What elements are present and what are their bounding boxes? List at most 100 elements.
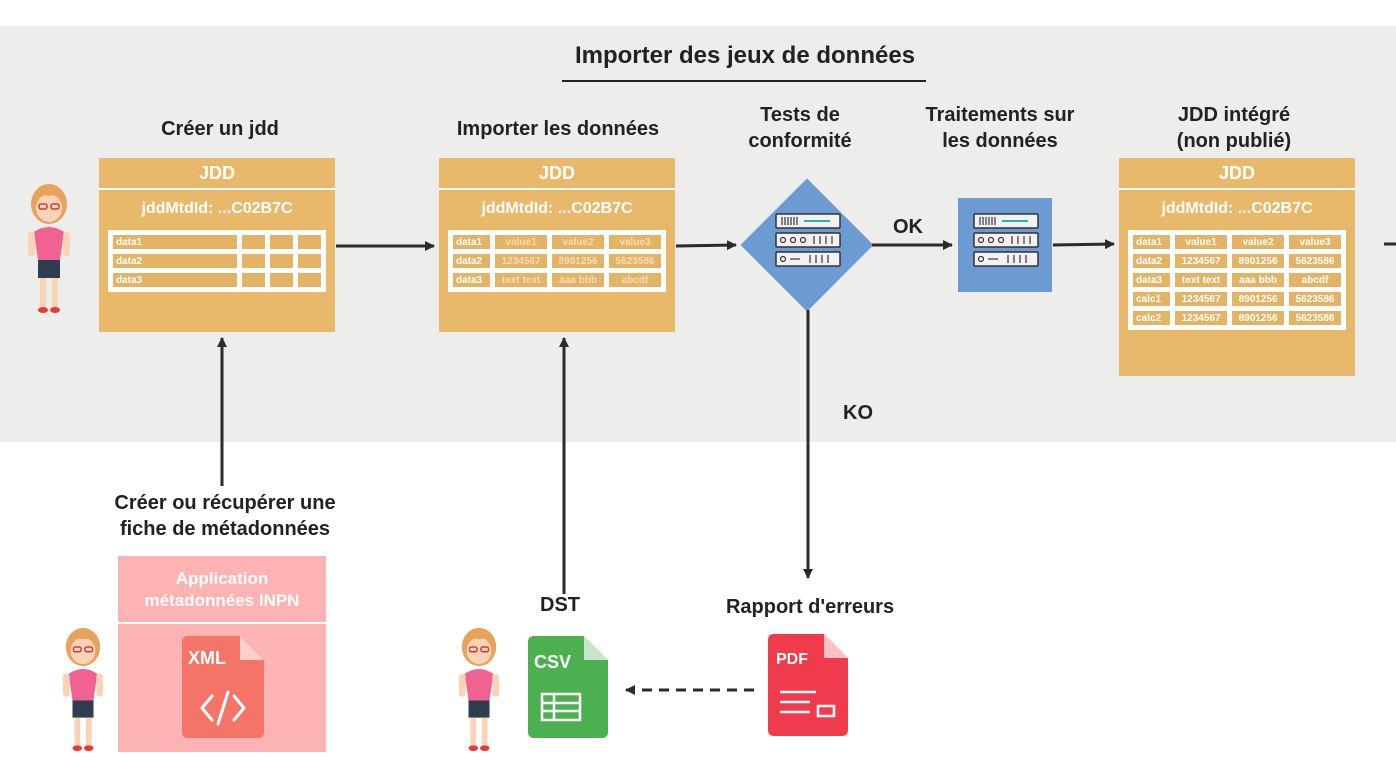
cell: value3 <box>1289 235 1341 249</box>
table-row: data1 value1 value2 value3 <box>453 235 661 249</box>
cell: aaa bbb <box>1232 273 1285 287</box>
step-integrated-line1: JDD intégré <box>1177 104 1291 126</box>
cell: abcdf <box>609 273 661 287</box>
title-underline <box>562 80 926 82</box>
cell: 5623586 <box>609 254 661 268</box>
cell: 1234567 <box>1175 254 1228 268</box>
table-row: data2 <box>113 254 321 268</box>
person-avatar <box>62 627 104 752</box>
row-key: data1 <box>113 235 237 249</box>
empty-cell <box>241 235 265 249</box>
cell: value1 <box>1175 235 1228 249</box>
table-row: data3 <box>113 273 321 287</box>
person-avatar <box>28 184 70 313</box>
jdd-grid-integrated: data1 value1 value2 value3 data2 1234567… <box>1128 230 1346 330</box>
pdf-file-icon: PDF <box>768 634 848 736</box>
cell: value3 <box>609 235 661 249</box>
jdd-card-header: JDD <box>439 158 675 190</box>
table-row: data2 1234567 8901256 5623586 <box>1133 254 1341 268</box>
table-row: data2 1234567 8901256 5623586 <box>453 254 661 268</box>
step-processing-label: Traitements sur les données <box>900 102 1100 154</box>
step-integrated-label: JDD intégré (non publié) <box>1134 102 1334 154</box>
table-row: data3 text text aaa bbb abcdf <box>453 273 661 287</box>
empty-cell <box>297 273 321 287</box>
person-avatar <box>458 627 500 752</box>
jdd-card-header: JDD <box>99 158 335 190</box>
jdd-card-header: JDD <box>1119 158 1355 190</box>
report-label: Rapport d'erreurs <box>725 596 895 618</box>
step-processing-line1: Traitements sur <box>925 104 1075 126</box>
row-key: data1 <box>1133 235 1171 249</box>
step-import-label: Importer les données <box>456 118 660 140</box>
empty-cell <box>269 254 293 268</box>
row-key: data2 <box>1133 254 1171 268</box>
step-tests-label: Tests de conformité <box>720 102 880 154</box>
jdd-card-id: jddMtdId: ...C02B7C <box>481 200 633 217</box>
row-key: data2 <box>453 254 491 268</box>
pdf-file-label: PDF <box>776 651 808 668</box>
csv-file-icon: CSV <box>528 636 608 738</box>
row-key: data3 <box>453 273 491 287</box>
cell: 8901256 <box>1232 292 1285 306</box>
cell: 5623586 <box>1289 311 1341 325</box>
app-title-line2: métadonnées INPN <box>144 591 300 610</box>
table-row: data1 <box>113 235 321 249</box>
row-key: data1 <box>453 235 491 249</box>
jdd-grid-empty: data1 data2 data3 <box>108 230 326 292</box>
table-row: data3 text text aaa bbb abcdf <box>1133 273 1341 287</box>
cell: 5623586 <box>1289 292 1341 306</box>
step-create-label: Créer un jdd <box>161 118 279 140</box>
jdd-card-id: jddMtdId: ...C02B7C <box>141 200 293 217</box>
jdd-card-integrated: JDD jddMtdId: ...C02B7C data1 value1 val… <box>1119 158 1355 376</box>
jdd-card-import: JDD jddMtdId: ...C02B7C data1 value1 val… <box>439 158 675 332</box>
cell: 1234567 <box>495 254 548 268</box>
cell: 1234567 <box>1175 292 1228 306</box>
metadata-line1: Créer ou récupérer une <box>114 492 336 514</box>
cell: abcdf <box>1289 273 1341 287</box>
cell: 5623586 <box>1289 254 1341 268</box>
server-rack-icon <box>775 213 841 267</box>
edge-ko-label: KO <box>843 402 873 424</box>
cell: 1234567 <box>1175 311 1228 325</box>
empty-cell <box>269 273 293 287</box>
main-title: Importer des jeux de données <box>574 42 916 69</box>
edge-ok-label: OK <box>893 216 923 238</box>
arrow-import-to-tests <box>675 240 737 251</box>
cell: value2 <box>1232 235 1285 249</box>
empty-cell <box>241 254 265 268</box>
step-tests-line1: Tests de <box>760 104 840 126</box>
cell: 8901256 <box>552 254 605 268</box>
metadata-line2: fiche de métadonnées <box>119 518 331 540</box>
cell: value1 <box>495 235 548 249</box>
table-row: calc2 1234567 8901256 5623586 <box>1133 311 1341 325</box>
csv-file-label: CSV <box>534 652 571 672</box>
dst-label: DST <box>540 594 580 616</box>
xml-file-icon: XML <box>182 636 264 738</box>
jdd-card-create: JDD jddMtdId: ...C02B7C data1 data2 data… <box>99 158 335 332</box>
xml-file-label: XML <box>188 648 226 668</box>
row-key: data3 <box>1133 273 1171 287</box>
empty-cell <box>297 235 321 249</box>
empty-cell <box>241 273 265 287</box>
cell: 8901256 <box>1232 311 1285 325</box>
step-processing-line2: les données <box>942 130 1058 152</box>
cell: 8901256 <box>1232 254 1285 268</box>
empty-cell <box>297 254 321 268</box>
empty-cell <box>269 235 293 249</box>
metadata-label: Créer ou récupérer une fiche de métadonn… <box>80 490 370 542</box>
row-key: data2 <box>113 254 237 268</box>
app-title: Application métadonnées INPN <box>118 556 326 624</box>
row-key: calc2 <box>1133 311 1171 325</box>
cell: text text <box>495 273 548 287</box>
jdd-card-id: jddMtdId: ...C02B7C <box>1161 200 1313 217</box>
table-row: data1 value1 value2 value3 <box>1133 235 1341 249</box>
cell: text text <box>1175 273 1228 287</box>
row-key: calc1 <box>1133 292 1171 306</box>
step-tests-line2: conformité <box>748 130 852 152</box>
row-key: data3 <box>113 273 237 287</box>
server-rack-icon <box>973 213 1039 267</box>
arrow-processing-to-integrated <box>1052 239 1115 250</box>
cell: value2 <box>552 235 605 249</box>
table-row: calc1 1234567 8901256 5623586 <box>1133 292 1341 306</box>
